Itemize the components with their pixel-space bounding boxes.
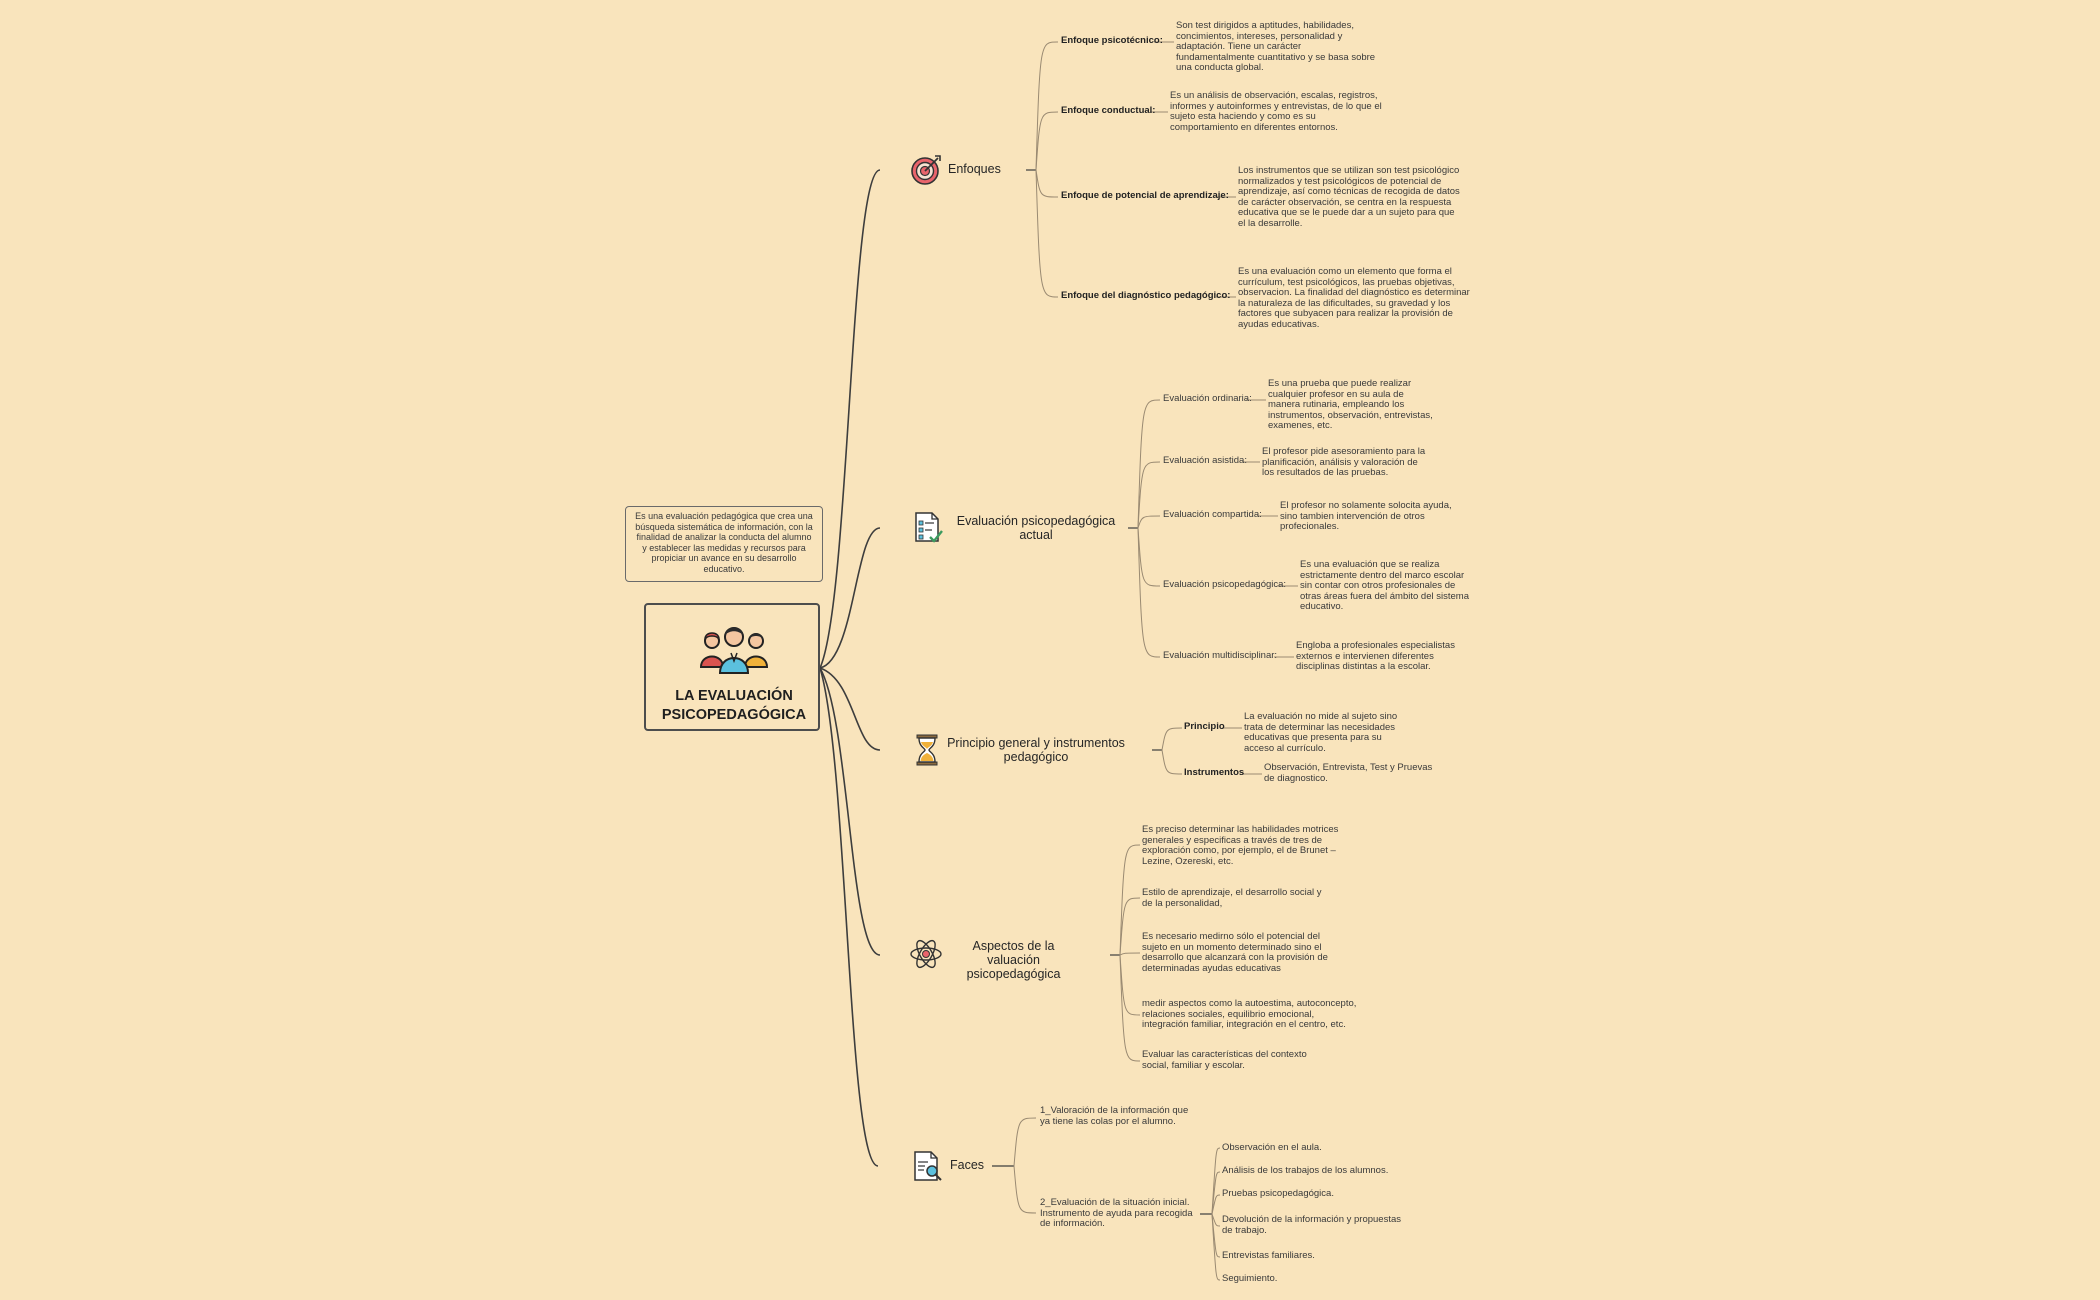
evaluacion-ordinaria-text: Es una prueba que puede realizar cualqui… [1268, 378, 1433, 431]
branch-evaluacion-actual[interactable]: Evaluación psicopedagógica actual [956, 514, 1116, 542]
aspecto-item: Estilo de aprendizaje, el desarrollo soc… [1142, 887, 1322, 909]
evaluacion-multidisciplinar-text: Engloba a profesionales especialistas ex… [1296, 640, 1455, 672]
branch-faces[interactable]: Faces [950, 1158, 985, 1172]
evaluacion-asistida-text: El profesor pide asesoramiento para la p… [1262, 446, 1426, 478]
principio-label[interactable]: Principio [1184, 721, 1225, 732]
evaluacion-multidisciplinar-label[interactable]: Evaluación multidisciplinar: [1163, 650, 1278, 661]
instrumentos-text: Observación, Entrevista, Test y Pruevas … [1264, 762, 1433, 784]
fase-item: 2_Evaluación de la situación inicial. In… [1040, 1197, 1193, 1229]
enfoque-diagnostico-text: Es una evaluación como un elemento que f… [1238, 266, 1470, 330]
enfoque-conductual-text: Es un análisis de observación, escalas, … [1170, 90, 1382, 133]
enfoque-potencial-text: Los instrumentos que se utilizan son tes… [1238, 165, 1460, 229]
enfoque-psicotecnico-label[interactable]: Enfoque psicotécnico: [1061, 35, 1163, 46]
evaluacion-psicopedagogica-text: Es una evaluación que se realiza estrict… [1300, 559, 1469, 612]
evaluacion-ordinaria-label[interactable]: Evaluación ordinaria: [1163, 393, 1252, 404]
fase-item: 1_Valoración de la información que ya ti… [1040, 1105, 1189, 1127]
fase-subitem: Seguimiento. [1222, 1273, 1278, 1284]
enfoque-diagnostico-label[interactable]: Enfoque del diagnóstico pedagógico: [1061, 290, 1231, 301]
aspecto-item: medir aspectos como la autoestima, autoc… [1142, 998, 1357, 1030]
branch-principio-general[interactable]: Principio general y instrumentos pedagóg… [947, 736, 1125, 764]
enfoque-psicotecnico-text: Son test dirigidos a aptitudes, habilida… [1176, 20, 1376, 73]
aspecto-item: Es preciso determinar las habilidades mo… [1142, 824, 1339, 867]
branch-enfoques[interactable]: Enfoques [948, 162, 1001, 176]
root-title: LA EVALUACIÓN PSICOPEDAGÓGICA [661, 688, 807, 723]
enfoque-conductual-label[interactable]: Enfoque conductual: [1061, 105, 1156, 116]
principio-text: La evaluación no mide al sujeto sino tra… [1244, 711, 1398, 754]
fase-subitem: Entrevistas familiares. [1222, 1250, 1315, 1261]
aspecto-item: Es necesario medirno sólo el potencial d… [1142, 931, 1328, 974]
checklist-icon [915, 512, 943, 543]
instrumentos-label[interactable]: Instrumentos [1184, 767, 1245, 778]
atom-icon [910, 939, 942, 969]
root-description-note: Es una evaluación pedagógica que crea un… [625, 506, 823, 582]
evaluacion-psicopedagogica-label[interactable]: Evaluación psicopedagógica: [1163, 579, 1287, 590]
evaluacion-compartida-text: El profesor no solamente solocita ayuda,… [1280, 500, 1452, 532]
fase-subitem: Devolución de la información y propuesta… [1222, 1214, 1402, 1236]
branch-aspectos[interactable]: Aspectos de la valuación psicopedagógica [966, 939, 1061, 981]
hourglass-icon [916, 734, 938, 766]
fase-subitem: Análisis de los trabajos de los alumnos. [1222, 1165, 1389, 1176]
evaluacion-compartida-label[interactable]: Evaluación compartida: [1163, 509, 1262, 520]
aspecto-item: Evaluar las características del contexto… [1142, 1049, 1307, 1071]
fase-subitem: Pruebas psicopedagógica. [1222, 1188, 1334, 1199]
people-group-icon [699, 627, 769, 674]
root-node[interactable]: LA EVALUACIÓN PSICOPEDAGÓGICA [644, 603, 820, 731]
fase-subitem: Observación en el aula. [1222, 1142, 1322, 1153]
target-icon [911, 155, 941, 185]
enfoque-potencial-label[interactable]: Enfoque de potencial de aprendizaje: [1061, 190, 1229, 201]
evaluacion-asistida-label[interactable]: Evaluación asistida: [1163, 455, 1247, 466]
document-search-icon [914, 1151, 942, 1181]
